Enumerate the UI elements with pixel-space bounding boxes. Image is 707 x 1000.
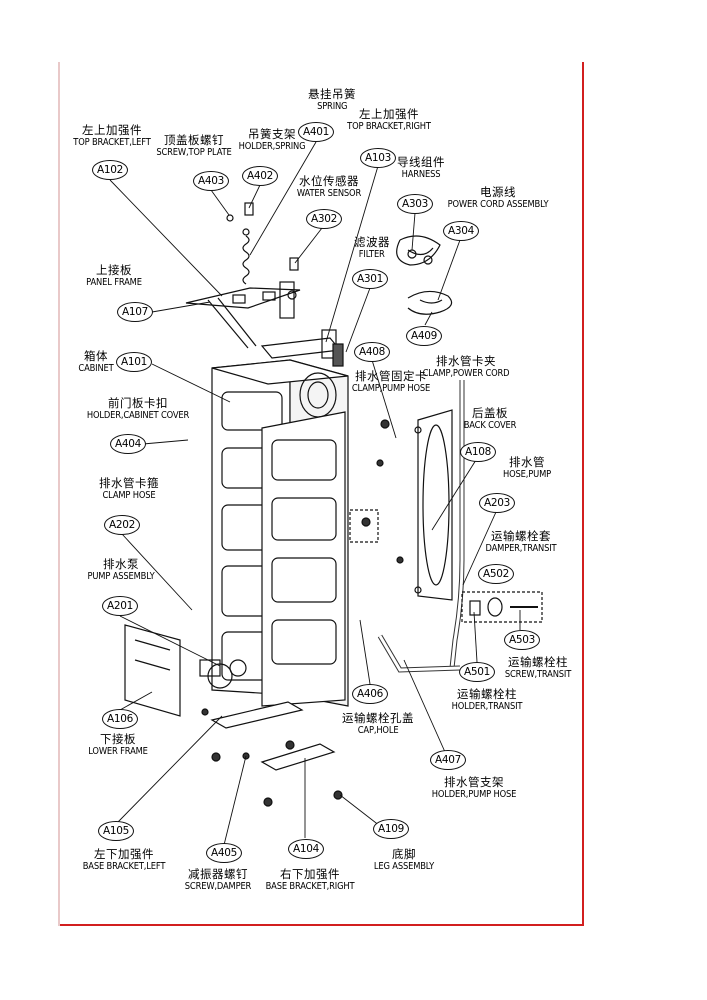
part-label-a404: 前门板卡扣 HOLDER,CABINET COVER — [86, 396, 190, 421]
part-callout-a201[interactable]: A201 — [102, 596, 138, 616]
harness-drawing — [396, 235, 453, 315]
part-label-a402: 吊簧支架 HOLDER,SPRING — [238, 127, 306, 152]
part-label-a501: 运输螺栓柱 HOLDER,TRANSIT — [451, 687, 523, 712]
part-callout-a408[interactable]: A408 — [354, 342, 390, 362]
part-label-a104: 右下加强件 BASE BRACKET,RIGHT — [265, 867, 355, 892]
part-callout-a304[interactable]: A304 — [443, 221, 479, 241]
part-label-a406: 运输螺栓孔盖 CAP,HOLE — [342, 711, 414, 736]
part-callout-a503[interactable]: A503 — [504, 630, 540, 650]
part-label-a201: 排水泵 PUMP ASSEMBLY — [87, 557, 155, 582]
part-callout-a301[interactable]: A301 — [352, 269, 388, 289]
pump-assembly-drawing — [124, 624, 247, 717]
part-label-a304: 电源线 POWER CORD ASSEMBLY — [447, 185, 549, 210]
spring-drawing — [226, 202, 299, 285]
pump-hose-drawing — [377, 380, 465, 673]
part-callout-a109[interactable]: A109 — [373, 819, 409, 839]
part-label-a108: 后盖板 BACK COVER — [463, 406, 517, 431]
part-callout-a202[interactable]: A202 — [104, 515, 140, 535]
part-callout-a303[interactable]: A303 — [397, 194, 433, 214]
part-label-a403: 顶盖板螺钉 SCREW,TOP PLATE — [156, 133, 232, 158]
front-cover-drawing — [261, 411, 346, 707]
part-callout-a107[interactable]: A107 — [117, 302, 153, 322]
top-bracket-right-drawing — [260, 329, 344, 367]
part-callout-a401[interactable]: A401 — [298, 122, 334, 142]
part-callout-a203[interactable]: A203 — [479, 493, 515, 513]
transit-parts-drawing — [349, 419, 543, 623]
base-brackets-drawing — [201, 701, 343, 807]
part-callout-a407[interactable]: A407 — [430, 750, 466, 770]
part-callout-a106[interactable]: A106 — [102, 709, 138, 729]
part-label-a502: 运输螺栓套 DAMPER,TRANSIT — [485, 529, 557, 554]
part-label-a408: 排水管固定卡 CLAMP,PUMP HOSE — [351, 369, 431, 394]
leader-lines — [109, 141, 521, 846]
part-label-a303: 导线组件 HARNESS — [397, 155, 445, 180]
part-callout-a403[interactable]: A403 — [193, 171, 229, 191]
part-callout-a302[interactable]: A302 — [306, 209, 342, 229]
part-callout-a502[interactable]: A502 — [478, 564, 514, 584]
part-label-a101: 箱体 CABINET — [78, 349, 114, 374]
part-callout-a409[interactable]: A409 — [406, 326, 442, 346]
frame-border-left — [58, 62, 60, 926]
part-callout-a402[interactable]: A402 — [242, 166, 278, 186]
part-callout-a501[interactable]: A501 — [459, 662, 495, 682]
part-callout-a405[interactable]: A405 — [206, 843, 242, 863]
part-label-a102: 左上加强件 TOP BRACKET,LEFT — [73, 123, 151, 148]
part-label-a103: 左上加强件 TOP BRACKET,RIGHT — [347, 107, 431, 132]
part-label-a105: 左下加强件 BASE BRACKET,LEFT — [82, 847, 166, 872]
part-label-a106: 下接板 LOWER FRAME — [88, 732, 148, 757]
part-label-a107: 上接板 PANEL FRAME — [86, 263, 142, 288]
part-label-a202: 排水管卡箍 CLAMP HOSE — [99, 476, 159, 501]
part-callout-a105[interactable]: A105 — [98, 821, 134, 841]
part-label-a302: 水位传感器 WATER SENSOR — [296, 174, 362, 199]
part-callout-a104[interactable]: A104 — [288, 839, 324, 859]
part-callout-a102[interactable]: A102 — [92, 160, 128, 180]
part-label-a407: 排水管支架 HOLDER,PUMP HOSE — [431, 775, 517, 800]
part-label-a401: 悬挂吊簧 SPRING — [308, 87, 356, 112]
part-label-a109: 底脚 LEG ASSEMBLY — [373, 847, 435, 872]
frame-border-bottom — [60, 924, 584, 926]
part-label-a409: 排水管卡夹 CLAMP,POWER CORD — [422, 354, 510, 379]
part-callout-a103[interactable]: A103 — [360, 148, 396, 168]
part-callout-a406[interactable]: A406 — [352, 684, 388, 704]
part-label-a503: 运输螺栓柱 SCREW,TRANSIT — [504, 655, 572, 680]
part-label-a405: 减振器螺钉 SCREW,DAMPER — [184, 867, 252, 892]
part-label-a301: 滤波器 FILTER — [354, 235, 390, 260]
part-callout-a101[interactable]: A101 — [116, 352, 152, 372]
part-callout-a108[interactable]: A108 — [460, 442, 496, 462]
part-callout-a404[interactable]: A404 — [110, 434, 146, 454]
back-cover-drawing — [414, 409, 453, 601]
part-label-a203: 排水管 HOSE,PUMP — [503, 455, 551, 480]
frame-border-right — [582, 62, 584, 926]
panel-frame-drawing — [185, 281, 301, 349]
